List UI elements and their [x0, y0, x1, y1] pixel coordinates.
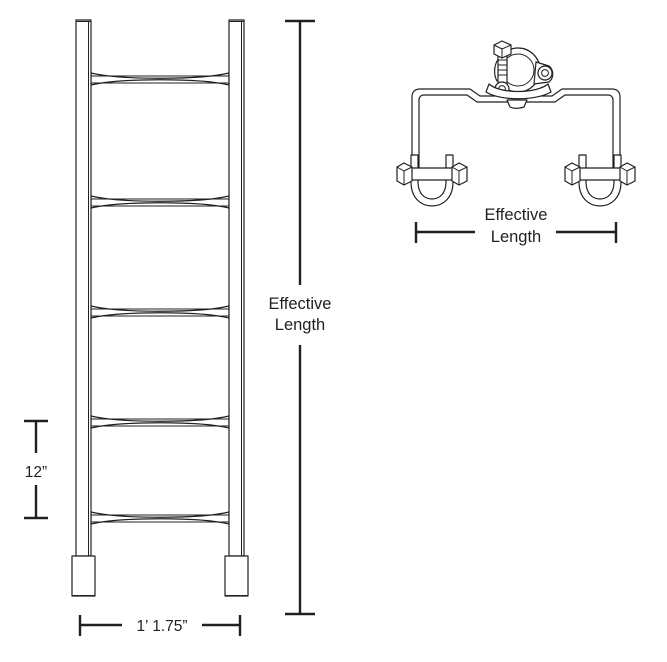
- ladder-effective-length-label-line2: Length: [275, 316, 325, 334]
- hanger-center-tab: [506, 99, 528, 110]
- ladder-rail-right: [228, 19, 245, 557]
- hanger-effective-length-label-line2: Length: [491, 228, 541, 246]
- ladder-rung: [90, 305, 230, 319]
- ladder-width-label: 1’ 1.75”: [136, 618, 187, 635]
- ladder-rung: [90, 195, 230, 209]
- ladder-rail-left: [75, 19, 92, 557]
- u-bolt-right: [564, 154, 636, 207]
- ladder-foot-right: [224, 555, 249, 597]
- ladder-rung: [90, 415, 230, 429]
- hanger-effective-length-dimension: Effective Length: [414, 206, 618, 246]
- ladder-rung: [90, 511, 230, 525]
- ladder-rung: [90, 72, 230, 86]
- ladder-foot-left: [71, 555, 96, 597]
- ladder-rungs: [90, 72, 230, 525]
- ladder-width-dimension: 1’ 1.75”: [78, 615, 242, 636]
- u-bolt-left: [396, 154, 468, 207]
- ladder-assembly: Effective Length 12” 1’ 1.75”: [24, 19, 332, 636]
- hanger-effective-length-label-line1: Effective: [485, 206, 548, 224]
- ladder-effective-length-dimension: Effective Length: [269, 19, 332, 616]
- ladder-rung-spacing-dimension: 12”: [24, 419, 48, 520]
- pipe-hanger-assembly: Effective Length: [396, 40, 636, 246]
- ladder-effective-length-label-line1: Effective: [269, 295, 332, 313]
- ladder-rung-spacing-label: 12”: [25, 464, 47, 481]
- beam-clamp: [485, 40, 554, 100]
